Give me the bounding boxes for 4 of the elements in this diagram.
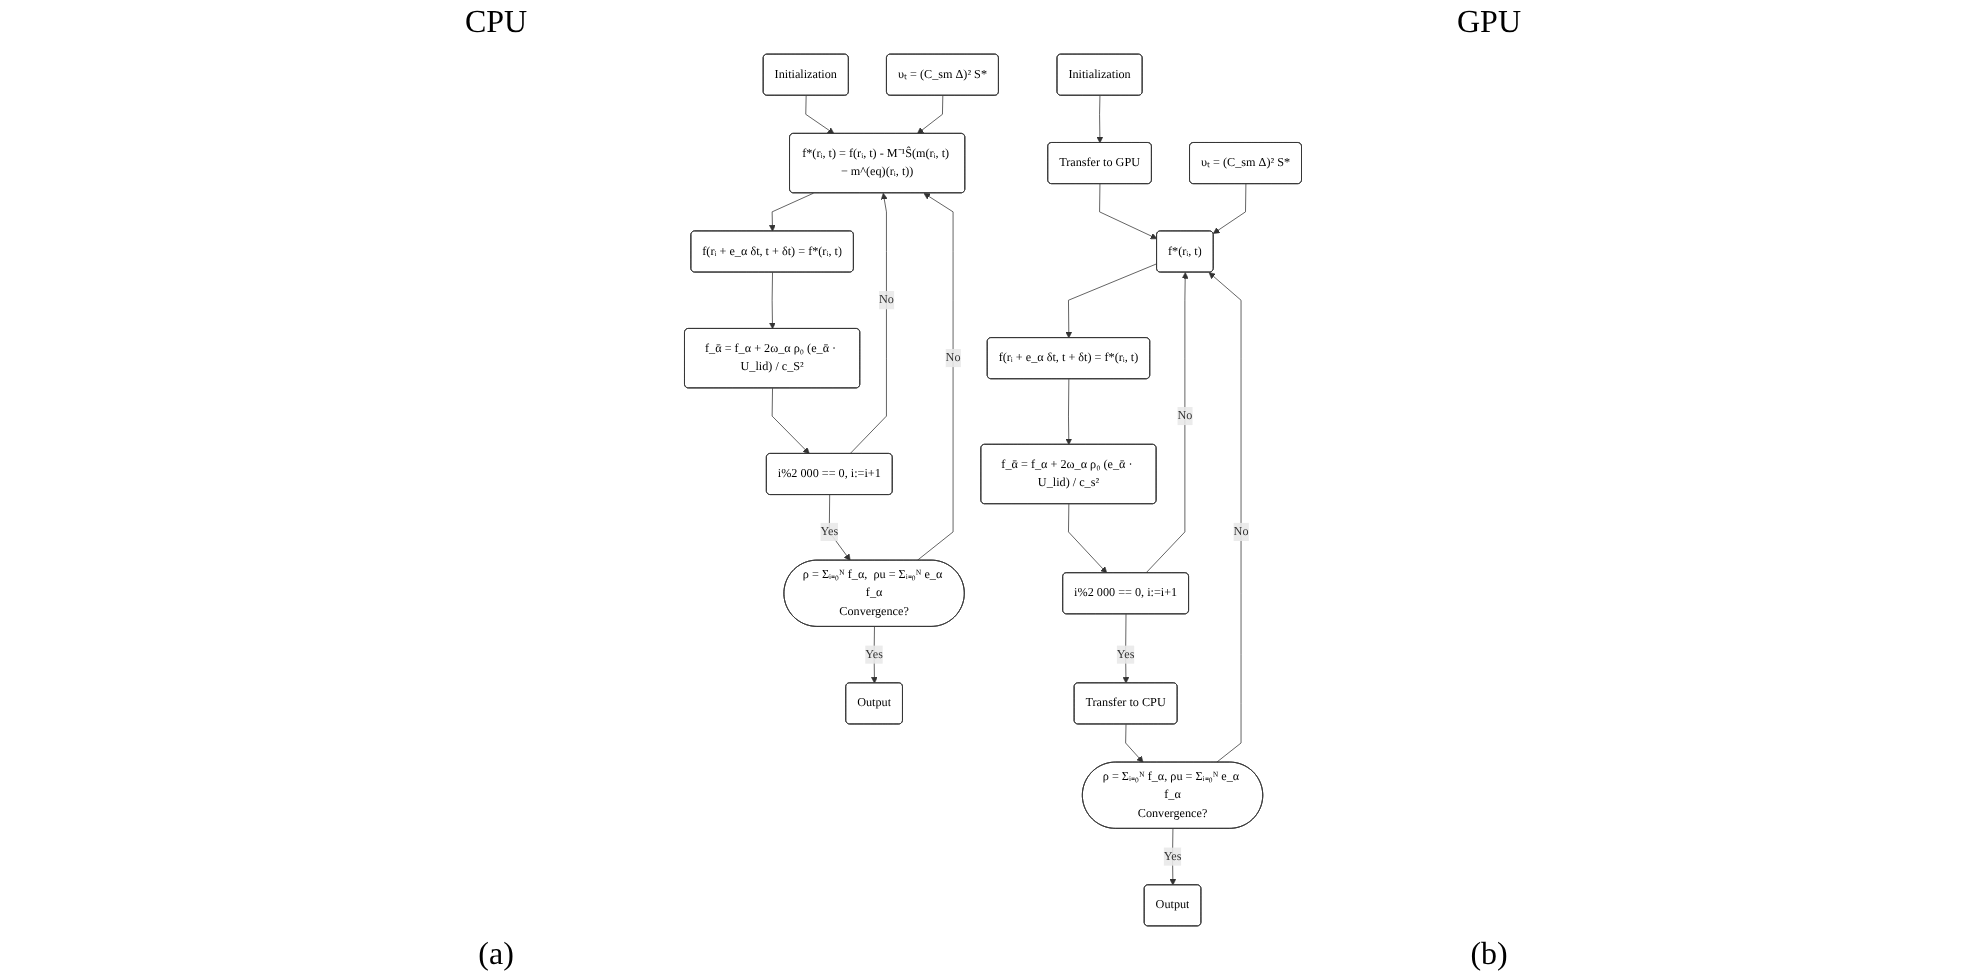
column-heading: CPU	[464, 6, 528, 42]
panel-label: (a)	[478, 938, 514, 974]
column-heading: GPU	[1457, 6, 1522, 42]
panel-label: (b)	[1470, 938, 1508, 974]
